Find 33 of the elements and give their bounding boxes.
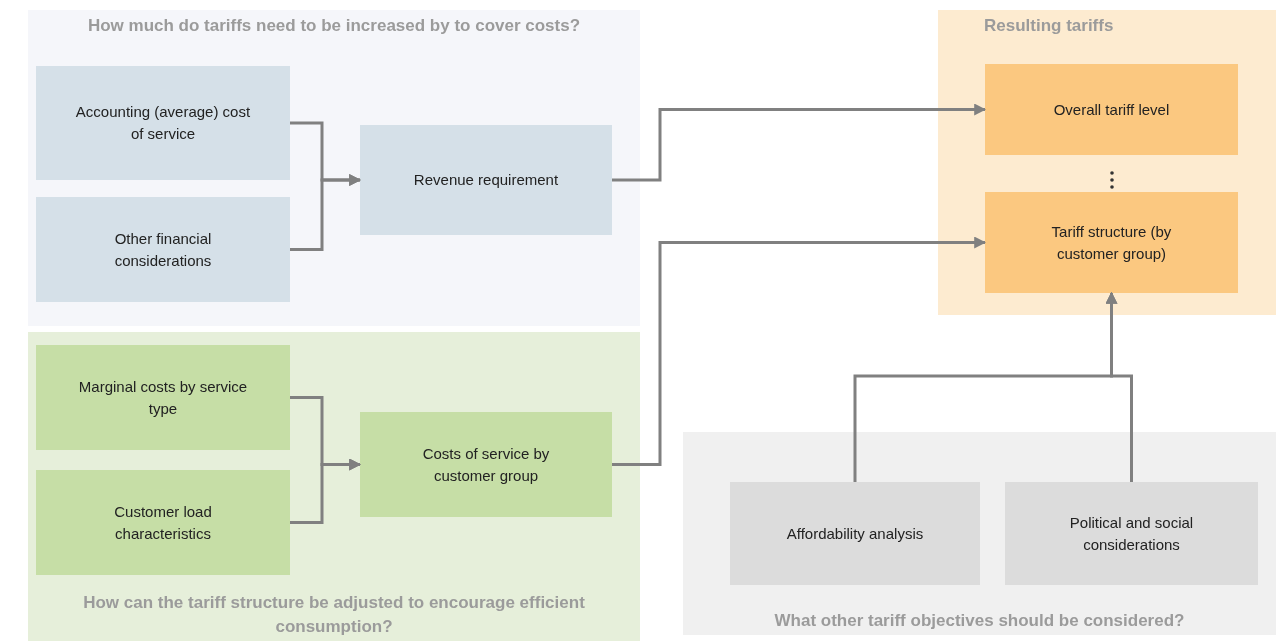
- box-label: Other financial considerations: [113, 228, 213, 271]
- process-box: [36, 345, 290, 450]
- panel-heading: How much do tariffs need to be increased by to cover costs?: [86, 15, 582, 37]
- panel-heading: What other tariff objectives should be considered?: [773, 610, 1186, 633]
- group-panel: [28, 332, 640, 641]
- process-box: [36, 66, 290, 180]
- box-label: Political and social considerations: [1068, 512, 1195, 555]
- process-box: [730, 482, 980, 585]
- box-label: Customer load characteristics: [113, 501, 213, 544]
- panel-heading: Resulting tariffs: [984, 15, 1115, 37]
- process-box: [985, 192, 1238, 293]
- process-box: [360, 412, 612, 517]
- box-label: Costs of service by customer group: [421, 443, 551, 486]
- connector-arrow: [612, 236, 987, 466]
- group-panel: [28, 10, 640, 326]
- process-box: [1005, 482, 1258, 585]
- connector-arrow: [290, 458, 362, 524]
- process-box: [985, 64, 1238, 155]
- process-box: [360, 125, 612, 235]
- panel-heading: How can the tariff structure be adjusted to encourage efficient consumption?: [82, 592, 586, 639]
- connector-arrow: [1105, 291, 1133, 482]
- process-box: [36, 470, 290, 575]
- group-panel: [938, 10, 1276, 315]
- box-label: Tariff structure (by customer group): [1050, 221, 1173, 264]
- connector-arrow: [612, 103, 987, 182]
- group-panel: [683, 432, 1276, 635]
- box-label: Accounting (average) cost of service: [74, 102, 252, 144]
- box-label: Overall tariff level: [1053, 99, 1170, 120]
- connector-arrow: [290, 174, 362, 251]
- box-label: Affordability analysis: [786, 523, 924, 544]
- box-label: Revenue requirement: [413, 170, 559, 191]
- box-label: Marginal costs by service type: [77, 376, 249, 419]
- process-box: [36, 197, 290, 302]
